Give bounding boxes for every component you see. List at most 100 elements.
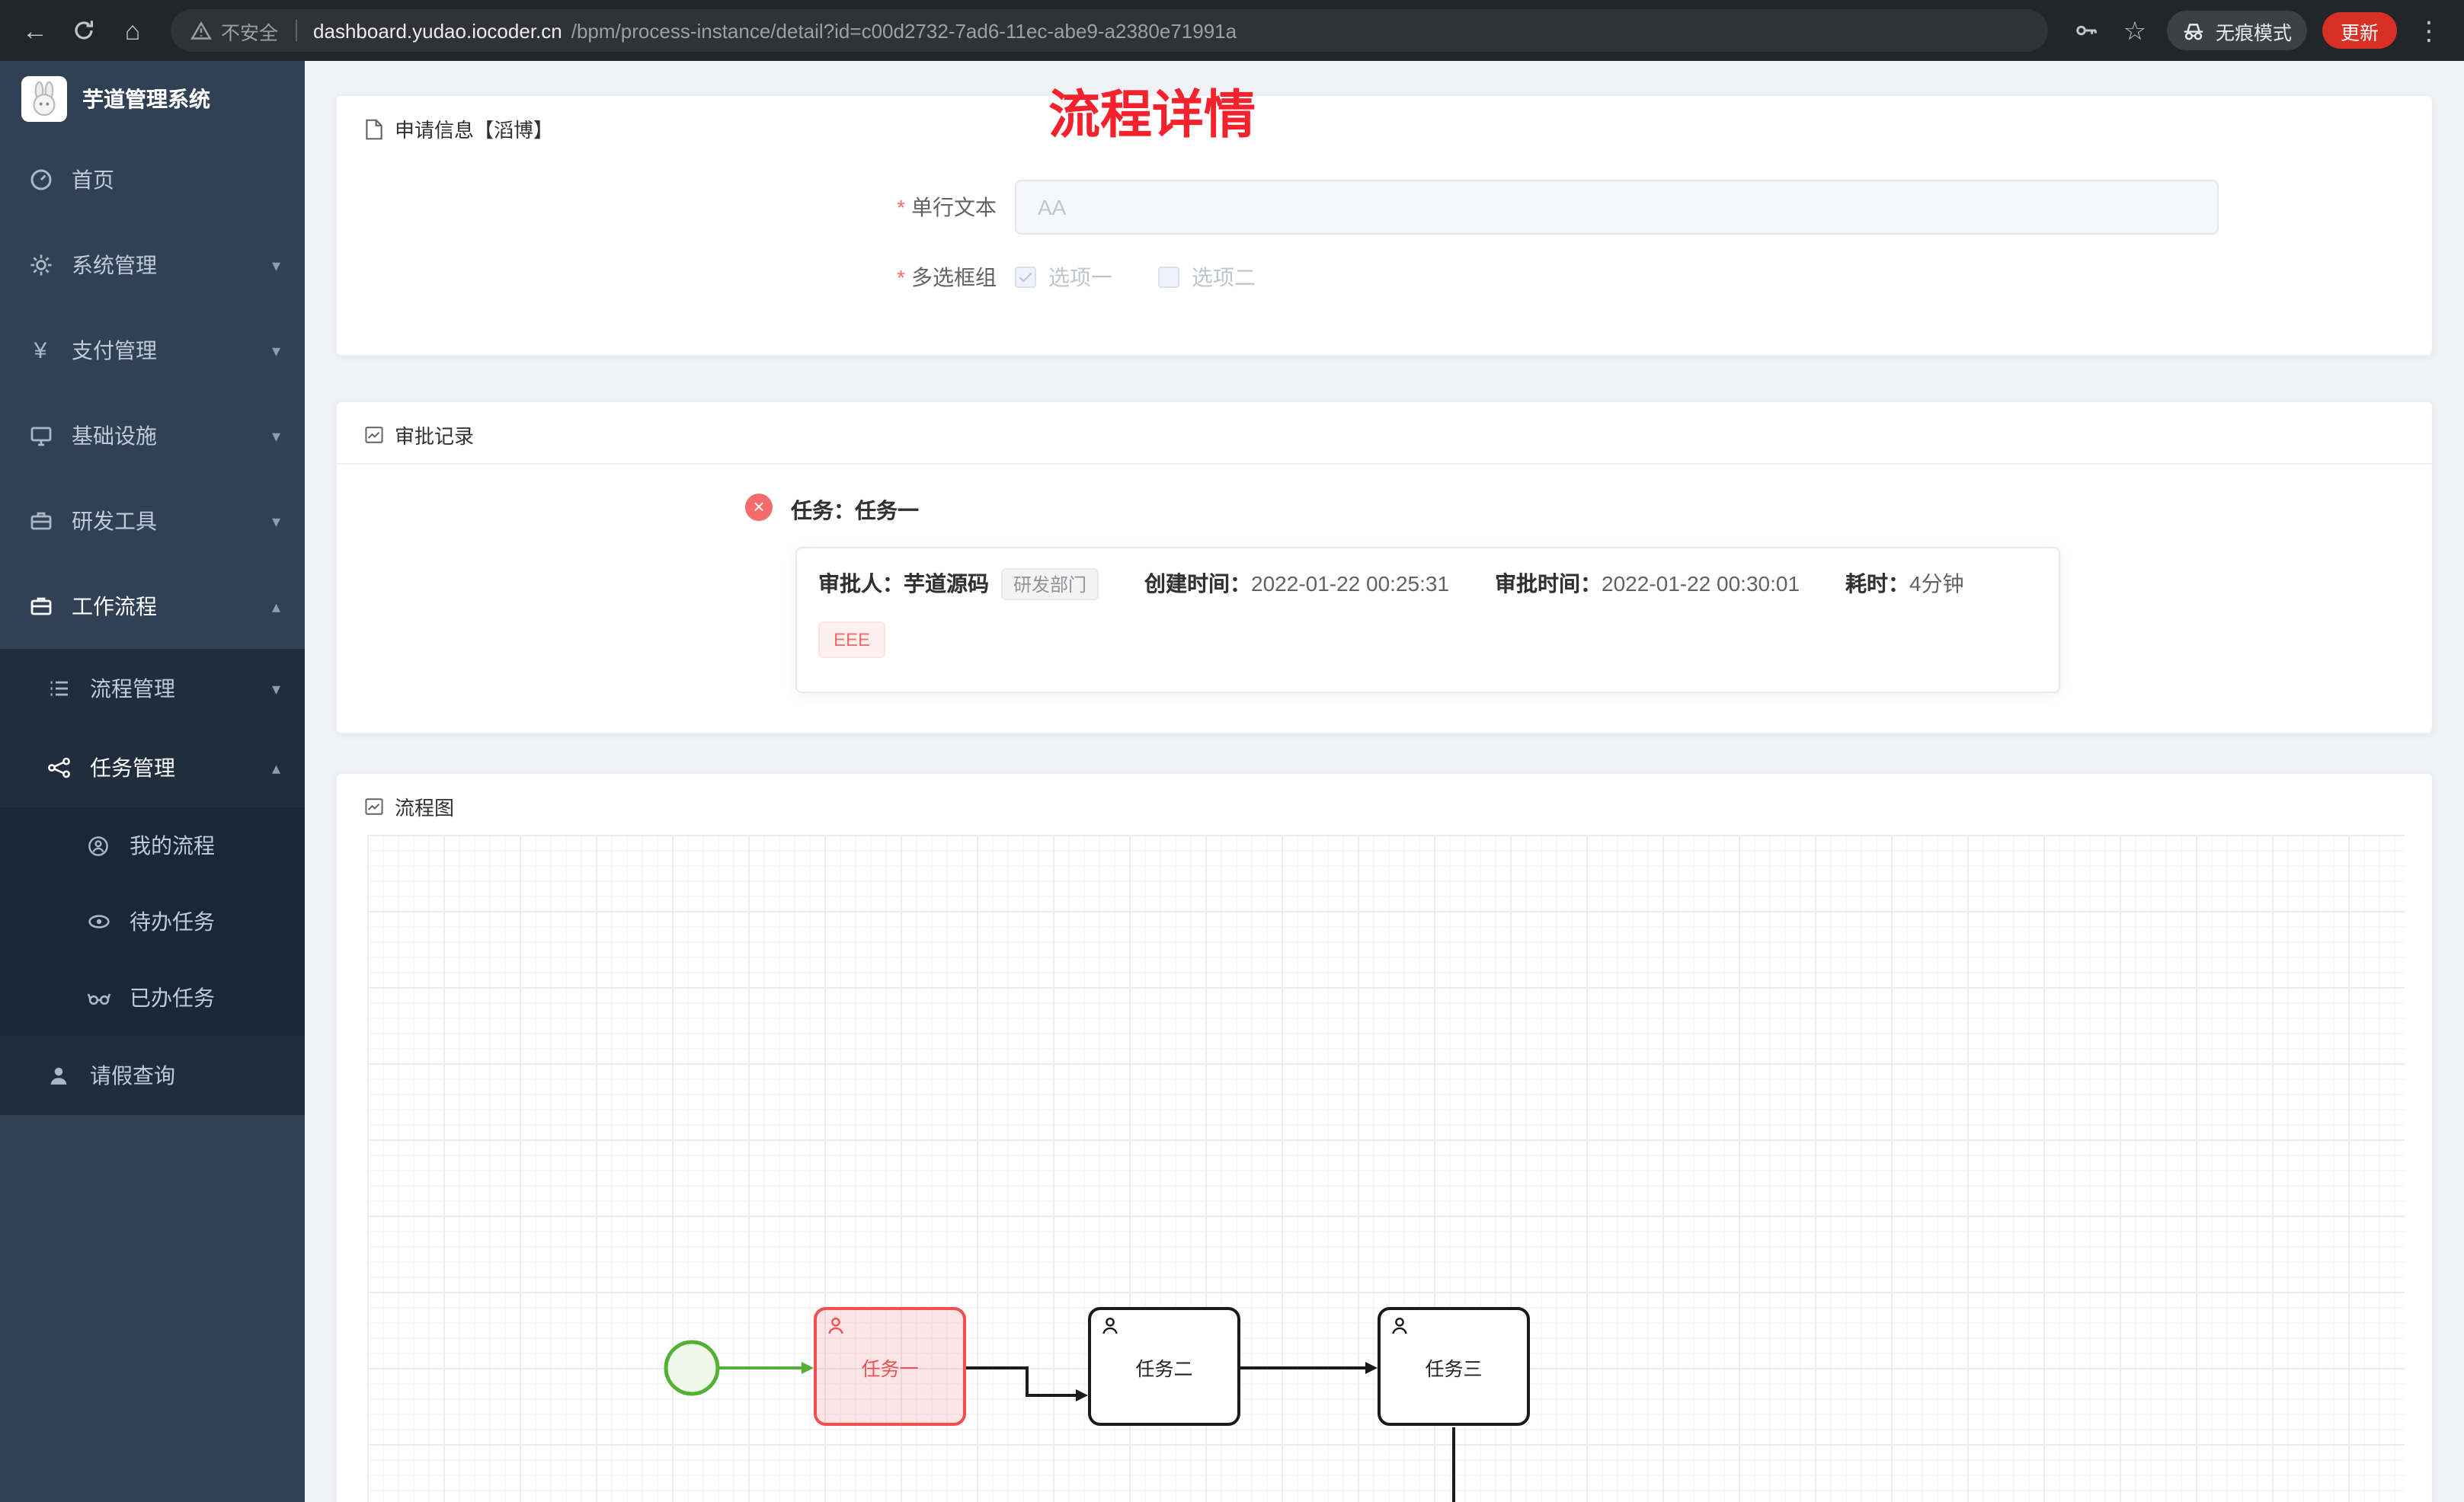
person-icon [46, 1064, 72, 1087]
chevron-down-icon: ▾ [271, 342, 280, 360]
briefcase-icon [27, 594, 53, 618]
browser-toolbar: ← ⌂ 不安全 dashboard.yudao.iocoder.cn /bpm/… [0, 0, 2464, 61]
home-icon[interactable]: ⌂ [124, 16, 141, 45]
bookmark-star-icon[interactable]: ☆ [2123, 16, 2147, 45]
form-row-checkbox-group: *多选框组 选项一 选项二 [337, 262, 2432, 292]
task-node-label: 任务二 [1135, 1358, 1193, 1379]
approved-time-group: 审批时间： 2022-01-22 00:30:01 [1495, 568, 1800, 599]
approval-detail-line: 审批人： 芋道源码 研发部门 创建时间： 2022-01-22 00:25:31… [818, 564, 2037, 603]
approved-time: 2022-01-22 00:30:01 [1602, 571, 1800, 596]
approver-label: 审批人： [818, 571, 904, 596]
refresh-icon[interactable] [67, 14, 101, 47]
yen-icon: ¥ [34, 337, 47, 363]
address-bar[interactable]: 不安全 dashboard.yudao.iocoder.cn /bpm/proc… [171, 9, 2048, 52]
task-node-2[interactable]: 任务二 [1088, 1307, 1240, 1426]
approver-name: 芋道源码 [904, 571, 989, 596]
app-title: 芋道管理系统 [82, 87, 210, 111]
field-label: *单行文本 [897, 195, 997, 219]
sidebar-item-label: 支付管理 [72, 338, 157, 363]
start-event-node[interactable] [664, 1340, 720, 1396]
sidebar-item-task-mgmt[interactable]: 任务管理 ▴ [0, 728, 305, 807]
required-asterisk: * [897, 195, 905, 219]
sidebar-item-label: 基础设施 [72, 423, 157, 448]
app-logo: 芋道管理系统 [0, 61, 305, 137]
created-time: 2022-01-22 00:25:31 [1251, 571, 1450, 596]
chevron-down-icon: ▾ [271, 427, 280, 446]
required-asterisk: * [897, 265, 905, 289]
sidebar-item-todo-tasks[interactable]: 待办任务 [0, 884, 305, 960]
approver-group: 审批人： 芋道源码 研发部门 [818, 567, 1099, 599]
record-icon [364, 425, 384, 445]
chevron-down-icon: ▾ [271, 680, 280, 698]
user-task-icon [826, 1316, 846, 1341]
sidebar-item-workflow[interactable]: 工作流程 ▴ [0, 564, 305, 649]
sidebar-item-done-tasks[interactable]: 已办任务 [0, 960, 305, 1036]
glasses-icon [85, 986, 111, 1010]
logo-avatar-rabbit [21, 76, 67, 122]
bpmn-canvas[interactable]: 任务一 任务二 任务三 [367, 835, 2405, 1502]
sidebar-item-label: 流程管理 [90, 676, 175, 701]
monitor-icon [27, 423, 53, 448]
chevron-up-icon: ▴ [271, 598, 280, 616]
checkbox-option2-label: 选项二 [1192, 265, 1256, 289]
diagram-card-title: 流程图 [395, 797, 455, 820]
created-label: 创建时间： [1144, 571, 1252, 596]
sidebar-item-label: 已办任务 [130, 986, 215, 1010]
created-time-group: 创建时间： 2022-01-22 00:25:31 [1144, 568, 1449, 599]
chevron-down-icon: ▾ [271, 257, 280, 275]
duration-group: 耗时： 4分钟 [1845, 568, 1964, 599]
incognito-label: 无痕模式 [2215, 22, 2292, 43]
apply-card-header: 申请信息【滔博】 [337, 96, 2432, 152]
process-diagram-card: 流程图 任务一 [335, 772, 2434, 1502]
url-host: dashboard.yudao.iocoder.cn [313, 19, 562, 42]
sidebar-item-label: 任务管理 [90, 756, 175, 780]
duration-value: 4分钟 [1909, 571, 1964, 596]
sidebar-item-home[interactable]: 首页 [0, 137, 305, 222]
checkbox-option2[interactable] [1158, 267, 1179, 288]
incognito-badge: 无痕模式 [2166, 11, 2307, 50]
back-icon[interactable]: ← [22, 16, 48, 45]
sidebar-item-label: 请假查询 [90, 1063, 175, 1088]
dept-tag: 研发部门 [1001, 567, 1099, 599]
sidebar-item-payment[interactable]: ¥ 支付管理 ▾ [0, 308, 305, 393]
sidebar-item-infrastructure[interactable]: 基础设施 ▾ [0, 393, 305, 478]
sidebar-item-my-process[interactable]: 我的流程 [0, 807, 305, 884]
toolbox-icon [27, 509, 53, 533]
main-content: 流程详情 申请信息【滔博】 *单行文本 *多选框组 选项一 [305, 61, 2464, 1502]
security-label: 不安全 [221, 22, 279, 43]
task-node-1[interactable]: 任务一 [814, 1307, 966, 1426]
approved-label: 审批时间： [1495, 571, 1602, 596]
omnibox-divider [295, 20, 297, 41]
menu-dots-icon[interactable]: ⋮ [2416, 16, 2442, 45]
apply-info-card: 申请信息【滔博】 *单行文本 *多选框组 选项一 选项二 [335, 94, 2434, 356]
task-title: 任务：任务一 [791, 498, 919, 523]
sidebar-item-label: 系统管理 [72, 253, 157, 277]
sidebar-item-label: 待办任务 [130, 909, 215, 934]
comment-tag: EEE [818, 622, 886, 658]
page-title: 流程详情 [1048, 87, 1256, 145]
flow-icon [46, 756, 72, 780]
task-node-3[interactable]: 任务三 [1378, 1307, 1530, 1426]
chevron-down-icon: ▾ [271, 513, 280, 531]
update-button[interactable]: 更新 [2322, 12, 2397, 49]
gear-icon [27, 253, 53, 277]
url-path: /bpm/process-instance/detail?id=c00d2732… [571, 19, 1237, 42]
document-icon [364, 118, 384, 139]
user-circle-icon [85, 834, 111, 857]
sidebar-item-system[interactable]: 系统管理 ▾ [0, 222, 305, 308]
security-warning-icon[interactable] [189, 14, 212, 47]
single-line-text-input[interactable] [1015, 180, 2219, 235]
approval-card-title: 审批记录 [395, 425, 475, 448]
sidebar-item-label: 首页 [72, 168, 114, 192]
incognito-icon [2182, 14, 2206, 47]
user-task-icon [1390, 1316, 1410, 1341]
eye-icon [85, 909, 111, 934]
sidebar-item-process-mgmt[interactable]: 流程管理 ▾ [0, 649, 305, 728]
bpmn-connectors [664, 1340, 1455, 1502]
chevron-up-icon: ▴ [271, 759, 280, 778]
sidebar-item-leave-query[interactable]: 请假查询 [0, 1036, 305, 1115]
sidebar-item-devtools[interactable]: 研发工具 ▾ [0, 478, 305, 564]
key-icon[interactable] [2069, 14, 2103, 47]
checkbox-option1[interactable] [1015, 267, 1036, 288]
